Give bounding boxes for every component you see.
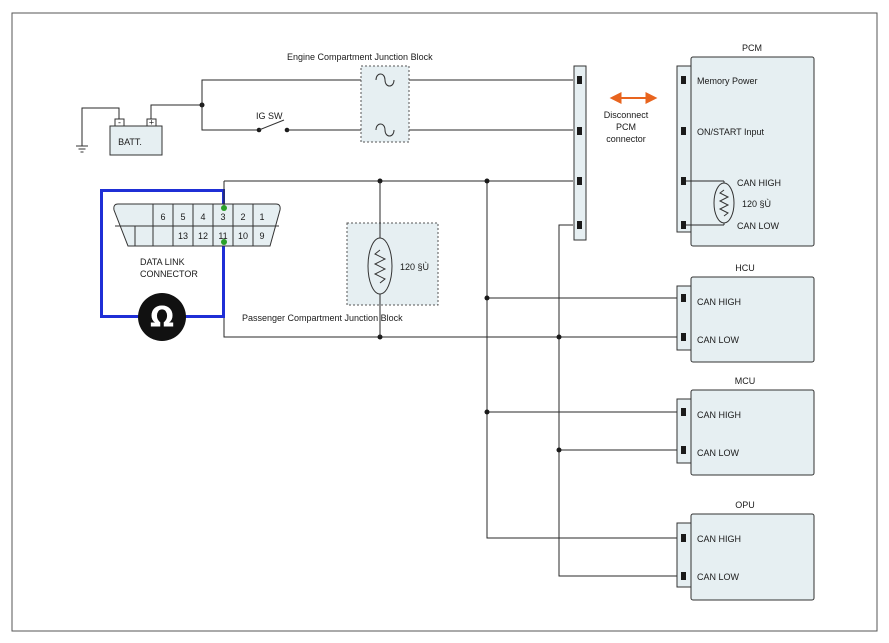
probe-point-pin-11 bbox=[221, 239, 227, 245]
battery-positive-wire bbox=[150, 104, 202, 119]
dlc-pin-3: 3 bbox=[220, 212, 225, 222]
opu-pin-can-low: CAN LOW bbox=[697, 572, 740, 582]
disconnect-label-line3: connector bbox=[606, 134, 646, 144]
junction-resistor-value: 120 §Ù bbox=[400, 262, 429, 272]
mcu-title: MCU bbox=[735, 376, 756, 386]
battery: - + BATT. bbox=[109, 118, 163, 156]
ig-switch-label: IG SW bbox=[256, 111, 283, 121]
mcu-pin-can-high: CAN HIGH bbox=[697, 410, 741, 420]
hcu-pin-can-high: CAN HIGH bbox=[697, 297, 741, 307]
dlc-label-line1: DATA LINK bbox=[140, 257, 185, 267]
disconnect-label-line1: Disconnect bbox=[604, 110, 649, 120]
mcu-module: MCU CAN HIGH CAN LOW bbox=[676, 376, 815, 476]
ohm-symbol: Ω bbox=[150, 301, 174, 334]
pcm-pin-can-high: CAN HIGH bbox=[737, 178, 781, 188]
dlc-pin-5: 5 bbox=[180, 212, 185, 222]
dlc-pin-11: 11 bbox=[218, 231, 227, 241]
dlc-label-line2: CONNECTOR bbox=[140, 269, 198, 279]
battery-minus-label: - bbox=[118, 118, 121, 128]
hcu-module: HCU CAN HIGH CAN LOW bbox=[676, 263, 815, 363]
dlc-pin-6: 6 bbox=[160, 212, 165, 222]
ground-symbol bbox=[76, 145, 88, 153]
battery-label: BATT. bbox=[118, 137, 142, 147]
opu-pin-can-high: CAN HIGH bbox=[697, 534, 741, 544]
ground-wire bbox=[81, 107, 120, 146]
dlc-pin-2: 2 bbox=[240, 212, 245, 222]
dlc-pin-9: 9 bbox=[259, 231, 264, 241]
ig-switch bbox=[256, 119, 290, 133]
can-low-pcm-wire bbox=[558, 224, 686, 577]
dlc-pin-1: 1 bbox=[259, 212, 264, 222]
dlc-pin-10: 10 bbox=[238, 231, 248, 241]
probe-point-pin-3 bbox=[221, 205, 227, 211]
memory-power-wire bbox=[201, 79, 573, 105]
pcm-pin-can-low: CAN LOW bbox=[737, 221, 780, 231]
pcm-resistor-value: 120 §Ù bbox=[742, 199, 771, 209]
diagram-frame bbox=[11, 12, 878, 632]
ohmmeter-icon: Ω bbox=[138, 293, 186, 341]
ig-feed-wire bbox=[201, 105, 257, 131]
opu-title: OPU bbox=[735, 500, 755, 510]
fuse-memory-icon bbox=[375, 73, 395, 87]
dlc-pin-12: 12 bbox=[198, 231, 208, 241]
dlc-pin-4: 4 bbox=[200, 212, 205, 222]
pcm-pin-memory-power: Memory Power bbox=[697, 76, 758, 86]
disconnect-label-line2: PCM bbox=[616, 122, 636, 132]
pcm-module: PCM Memory Power ON/START Input CAN HIGH… bbox=[676, 43, 815, 247]
hcu-title: HCU bbox=[735, 263, 755, 273]
pcm-harness-connector bbox=[573, 65, 587, 241]
opu-module: OPU CAN HIGH CAN LOW bbox=[676, 500, 815, 601]
passenger-junction-block-label: Passenger Compartment Junction Block bbox=[242, 313, 403, 323]
mcu-pin-can-low: CAN LOW bbox=[697, 448, 740, 458]
hcu-pin-can-low: CAN LOW bbox=[697, 335, 740, 345]
data-link-connector: 6 5 4 3 2 1 13 12 11 10 9 bbox=[113, 203, 281, 247]
pcm-title: PCM bbox=[742, 43, 762, 53]
passenger-junction-block bbox=[346, 222, 439, 306]
battery-plus-label: + bbox=[149, 118, 154, 128]
fuse-ig-icon bbox=[375, 123, 395, 137]
engine-junction-block-label: Engine Compartment Junction Block bbox=[287, 52, 433, 62]
dlc-pin-13: 13 bbox=[178, 231, 188, 241]
pcm-pin-on-start-input: ON/START Input bbox=[697, 127, 765, 137]
